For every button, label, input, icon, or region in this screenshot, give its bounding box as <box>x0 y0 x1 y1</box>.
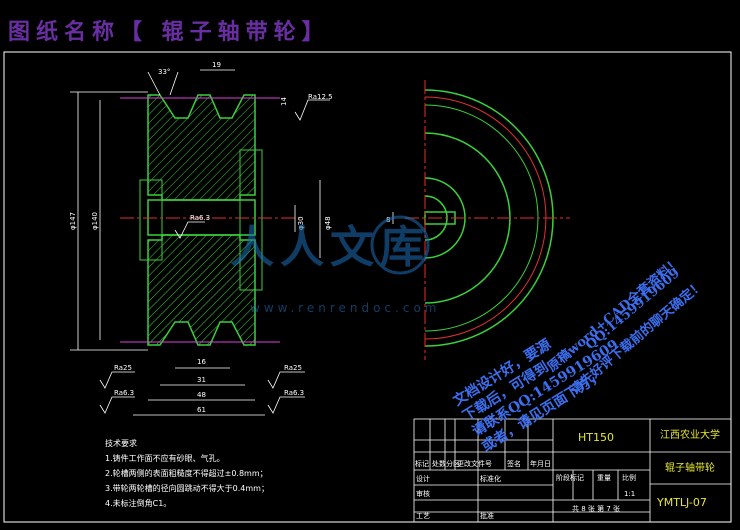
tb-material: HT150 <box>578 431 614 444</box>
tb-label-design: 设计 <box>416 474 430 483</box>
tb-label-count: 处数 <box>432 459 446 468</box>
tech-item-4: 4.未标注倒角C1。 <box>105 499 172 508</box>
tb-label-stage: 阶段标记 <box>556 473 584 482</box>
dim-48: 48 <box>197 391 206 399</box>
roughness-left-1: Ra25 <box>114 364 132 372</box>
dim-groove-width: 16 <box>197 358 206 366</box>
drawing-border <box>3 51 732 523</box>
hub-left <box>139 179 163 261</box>
dim-top-width: 19 <box>212 61 221 69</box>
tech-item-2: 2.轮槽两侧的表面粗糙度不得超过±0.8mm； <box>105 469 268 478</box>
dim-61: 61 <box>197 406 206 414</box>
dim-outer-dia: φ147 <box>69 212 77 230</box>
dim-31: 31 <box>197 376 206 384</box>
tb-label-ratio: 比例 <box>622 473 636 482</box>
tb-label-review: 审核 <box>416 489 430 498</box>
roughness-bore: Ra6.3 <box>190 214 210 222</box>
tb-scale: 1:1 <box>624 490 635 498</box>
tb-label-process: 工艺 <box>416 512 430 520</box>
hub-right <box>239 149 263 291</box>
tb-label-change: 更改文件号 <box>457 459 492 468</box>
dim-pitch-dia: φ140 <box>91 212 99 230</box>
drawing-title: 图纸名称【 辊子轴带轮】 <box>8 19 330 45</box>
tb-label-date: 年月日 <box>530 459 551 468</box>
title-block <box>413 418 732 523</box>
tb-label-mark: 标记 <box>415 459 429 468</box>
tb-sheet-info: 共 8 张 第 7 张 <box>572 504 620 513</box>
tb-label-weight: 重量 <box>597 474 611 482</box>
watermark-url: www.renrendoc.com <box>250 301 440 315</box>
side-view: 8 <box>386 80 570 360</box>
roughness-right-2: Ra6.3 <box>284 389 304 397</box>
tb-label-standard: 标准化 <box>480 474 501 483</box>
roughness-left-2: Ra6.3 <box>114 389 134 397</box>
tb-part-name: 辊子轴带轮 <box>665 461 715 474</box>
section-view: 33° 19 14 Ra12.5 φ147 φ140 φ48 φ30 Ra6.3… <box>69 61 333 416</box>
tb-school: 江西农业大学 <box>660 428 720 441</box>
roughness-right-1: Ra25 <box>284 364 302 372</box>
tech-item-3: 3.带轮两轮槽的径向圆跳动不得大于0.4mm； <box>105 484 269 493</box>
watermark-circle <box>370 215 430 275</box>
tb-label-approve: 批准 <box>480 511 494 520</box>
dim-angle: 33° <box>158 68 170 76</box>
tb-drawing-no: YMTLJ-07 <box>656 496 707 509</box>
watermark: 人人文库 www.renrendoc.com <box>230 215 440 315</box>
dim-hub-dia: φ30 <box>297 216 305 230</box>
watermark-logo: 人人文库 <box>230 222 430 273</box>
tech-requirements: 技术要求 1.铸件工作面不应有砂眼、气孔。 2.轮槽两侧的表面粗糙度不得超过±0… <box>105 436 269 511</box>
dim-groove-depth: 14 <box>280 97 288 106</box>
tb-label-sign: 签名 <box>507 459 521 468</box>
tb-label-zone: 分区 <box>446 459 460 468</box>
dim-bore-dia: φ48 <box>324 216 332 230</box>
tech-item-1: 1.铸件工作面不应有砂眼、气孔。 <box>105 454 225 463</box>
tech-heading: 技术要求 <box>105 439 137 448</box>
roughness-top: Ra12.5 <box>308 93 333 101</box>
